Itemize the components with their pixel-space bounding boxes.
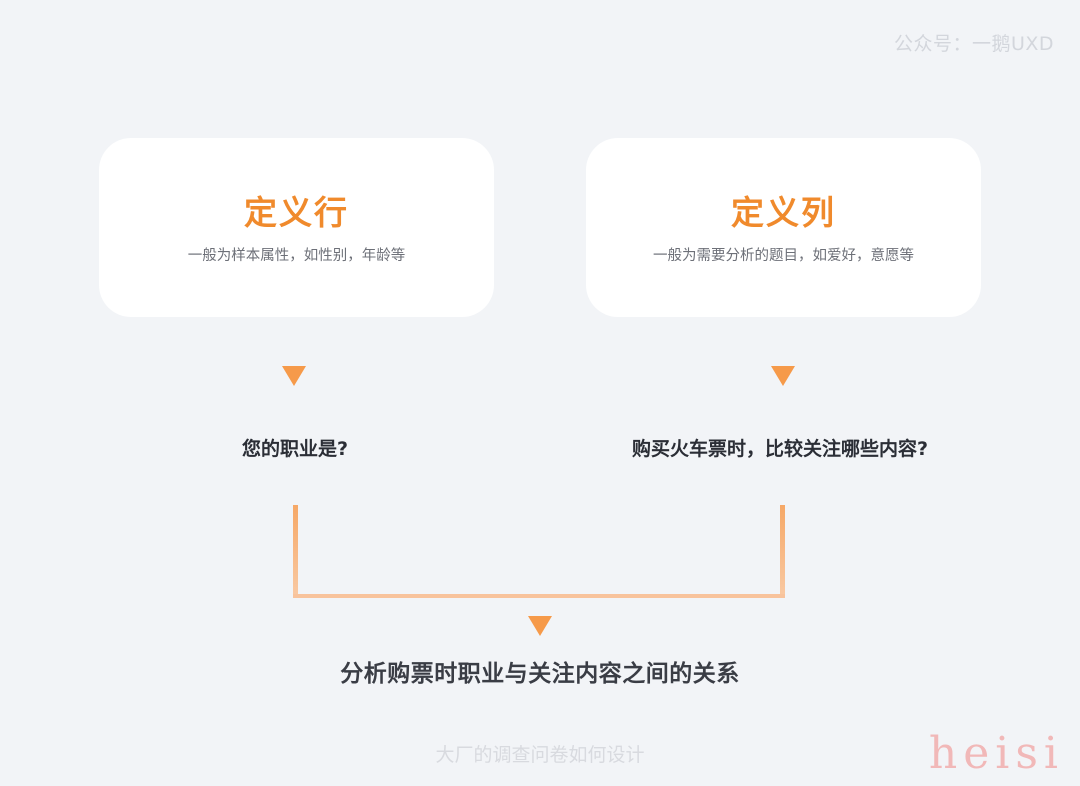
question-left: 您的职业是? [241, 438, 349, 460]
signature-watermark: heisi [928, 728, 1064, 779]
question-right: 购买火车票时，比较关注哪些内容? [631, 438, 929, 460]
card-title: 定义行 [244, 193, 349, 232]
down-arrow-icon [282, 366, 306, 386]
watermark-top: 公众号：一鹅UXD [893, 33, 1054, 55]
card-title: 定义列 [731, 193, 836, 232]
caption: 大厂的调查问卷如何设计 [435, 744, 645, 766]
merge-bracket [293, 505, 785, 598]
card-description: 一般为样本属性，如性别，年龄等 [187, 248, 406, 264]
conclusion-text: 分析购票时职业与关注内容之间的关系 [340, 661, 740, 687]
down-arrow-icon [528, 616, 552, 636]
card-define-column: 定义列 一般为需要分析的题目，如爱好，意愿等 [586, 138, 981, 317]
down-arrow-icon [771, 366, 795, 386]
card-description: 一般为需要分析的题目，如爱好，意愿等 [653, 248, 914, 264]
card-define-row: 定义行 一般为样本属性，如性别，年龄等 [99, 138, 494, 317]
